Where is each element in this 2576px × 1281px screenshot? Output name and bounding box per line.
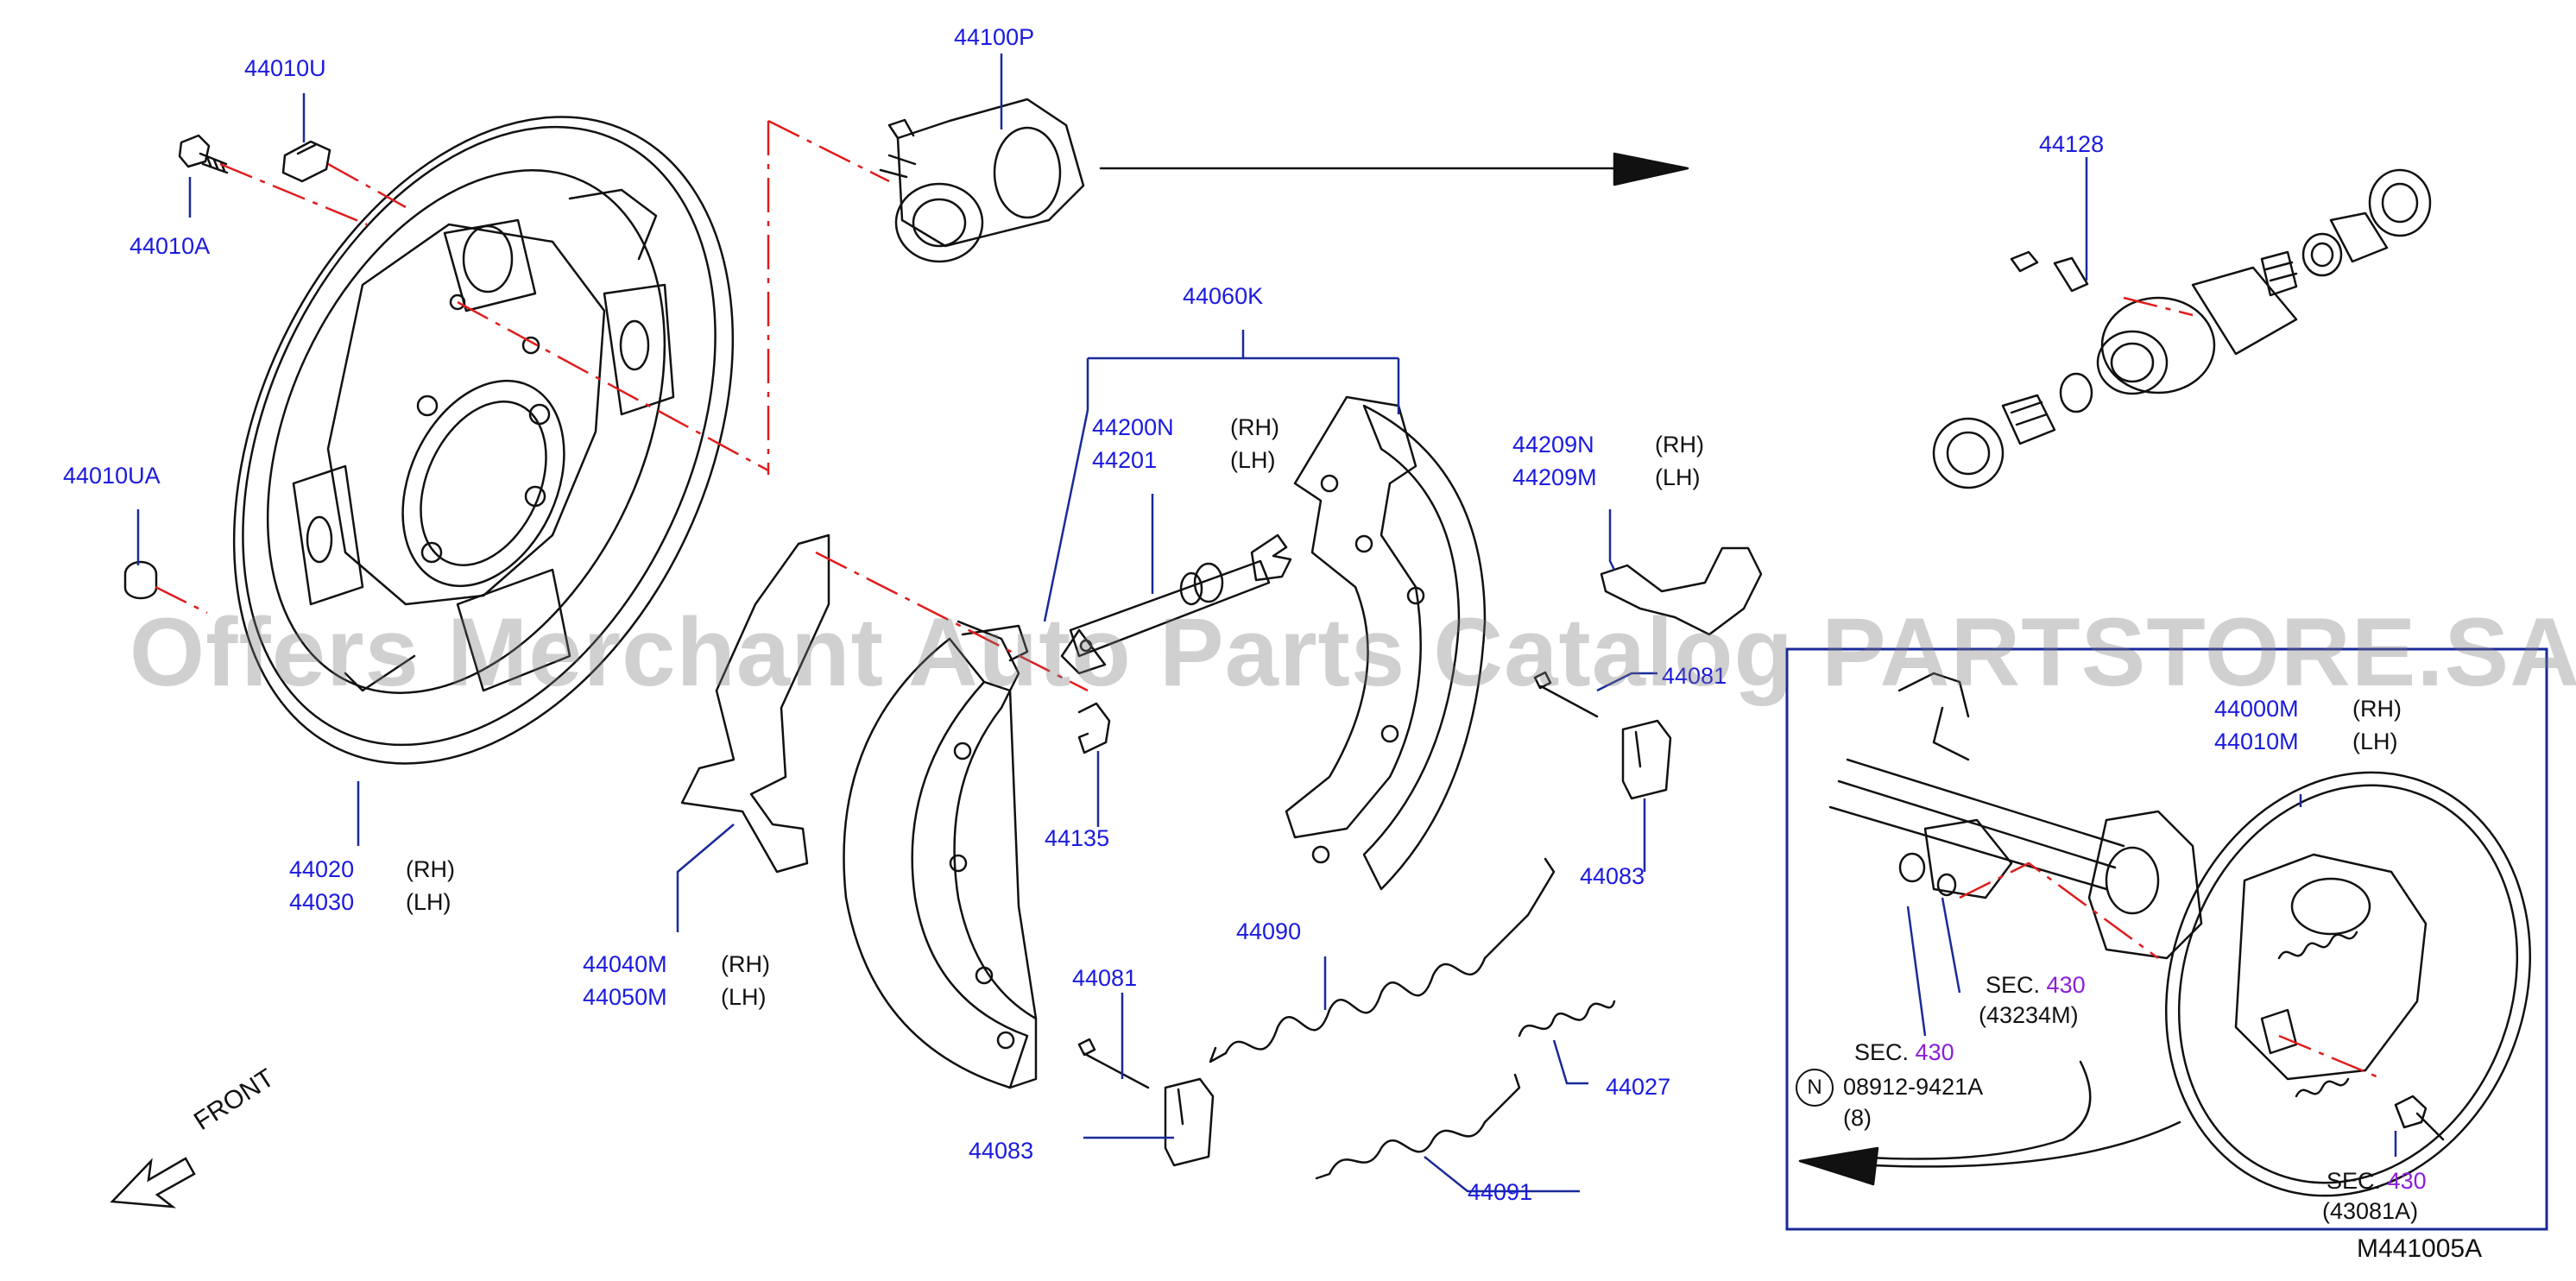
spring-44090: [1209, 857, 1556, 1063]
callout-44090: 44090: [1236, 918, 1302, 944]
brake-shoe-right: [1285, 395, 1487, 891]
leader-lines: [136, 54, 2397, 1193]
axle-assembly-inset: [1828, 672, 2532, 1197]
clip-44135: [1077, 702, 1111, 754]
side-44010M: (LH): [2352, 729, 2398, 754]
pin-44081-upper: [1533, 671, 1599, 718]
callout-44060K: 44060K: [1183, 283, 1264, 309]
brake-shoe-left: [843, 620, 1038, 1089]
callout-44200N: 44200N: [1092, 414, 1174, 440]
callout-44000M: 44000M: [2214, 696, 2299, 722]
retainer-44083-upper: [1621, 719, 1672, 800]
callout-44010M: 44010M: [2214, 729, 2299, 754]
figure-code: M441005A: [2357, 1234, 2483, 1263]
section-ref-code-43081A: (43081A): [2322, 1198, 2419, 1224]
section-number[interactable]: 430: [1915, 1039, 1954, 1065]
spring-44091: [1315, 1073, 1521, 1180]
side-44030: (LH): [406, 889, 451, 915]
side-44209N: (RH): [1655, 432, 1704, 458]
section-ref-43234M[interactable]: SEC. 430: [1986, 974, 2086, 997]
backing-plate: [232, 116, 735, 765]
section-prefix: SEC.: [1854, 1039, 1910, 1065]
callout-44030: 44030: [289, 889, 355, 915]
fastener-code: 08912-9421A: [1843, 1074, 1984, 1100]
section-ref-nut[interactable]: SEC. 430: [1854, 1041, 1954, 1064]
callout-44083-upper: 44083: [1580, 863, 1645, 889]
curved-arrow: [1854, 1060, 2092, 1160]
section-prefix: SEC.: [2327, 1168, 2382, 1194]
bracket-44209N: [1600, 546, 1763, 636]
side-44000M: (RH): [2352, 696, 2402, 722]
callout-44135: 44135: [1045, 825, 1110, 851]
spring-44027: [1518, 1000, 1616, 1038]
callout-44010A: 44010A: [129, 233, 211, 259]
callout-44091: 44091: [1468, 1179, 1533, 1205]
side-44201: (LH): [1230, 447, 1276, 473]
plug-44010UA: [123, 560, 158, 600]
callout-44081-lower: 44081: [1072, 965, 1138, 991]
section-prefix: SEC.: [1986, 972, 2041, 998]
callout-44100P: 44100P: [954, 24, 1035, 50]
section-number[interactable]: 430: [2387, 1168, 2427, 1194]
callout-44010U: 44010U: [244, 55, 326, 81]
callout-44081-upper: 44081: [1662, 663, 1727, 689]
front-arrow-icon: [110, 1157, 196, 1208]
inset-frame: [1785, 647, 2548, 1231]
section-number[interactable]: 430: [2046, 972, 2086, 998]
callout-44128: 44128: [2039, 131, 2105, 157]
callout-44083-lower: 44083: [969, 1138, 1034, 1164]
callout-44027: 44027: [1606, 1074, 1671, 1100]
side-44040M: (RH): [721, 951, 770, 977]
clip-44010U: [281, 140, 331, 183]
adjuster-strut-44200N: [1060, 533, 1292, 675]
side-44020: (RH): [406, 856, 455, 882]
callout-44201: 44201: [1092, 447, 1158, 473]
watermark-text: Offers Merchant Auto Parts Catalog PARTS…: [129, 598, 2576, 706]
callout-44209M: 44209M: [1512, 464, 1597, 490]
callout-44050M: 44050M: [583, 984, 667, 1010]
center-lines: [155, 119, 2383, 1081]
section-ref-43081A[interactable]: SEC. 430: [2327, 1170, 2427, 1193]
callout-44040M: 44040M: [583, 951, 667, 977]
fastener-qty: (8): [1843, 1105, 1872, 1131]
bolt-44010A: [178, 134, 229, 174]
fastener-symbol-icon: N: [1796, 1069, 1834, 1107]
side-44050M: (LH): [721, 984, 767, 1010]
callout-44010UA: 44010UA: [63, 463, 161, 489]
retainer-44083-lower: [1164, 1077, 1215, 1167]
side-44200N: (RH): [1230, 414, 1279, 440]
lever-44040M: [680, 533, 830, 874]
callout-44020: 44020: [289, 856, 355, 882]
curved-arrow-line: [1872, 1120, 2181, 1168]
side-44209M: (LH): [1655, 464, 1701, 490]
direction-arrow-head: [1613, 152, 1689, 186]
pin-44081-lower: [1077, 1038, 1150, 1089]
curved-arrow-head: [1798, 1146, 1879, 1186]
callout-44209N: 44209N: [1512, 432, 1594, 458]
section-ref-code-43234M: (43234M): [1979, 1002, 2079, 1028]
wheel-cylinder-44100P: [879, 98, 1085, 263]
cylinder-exploded-44128: [1932, 168, 2432, 489]
